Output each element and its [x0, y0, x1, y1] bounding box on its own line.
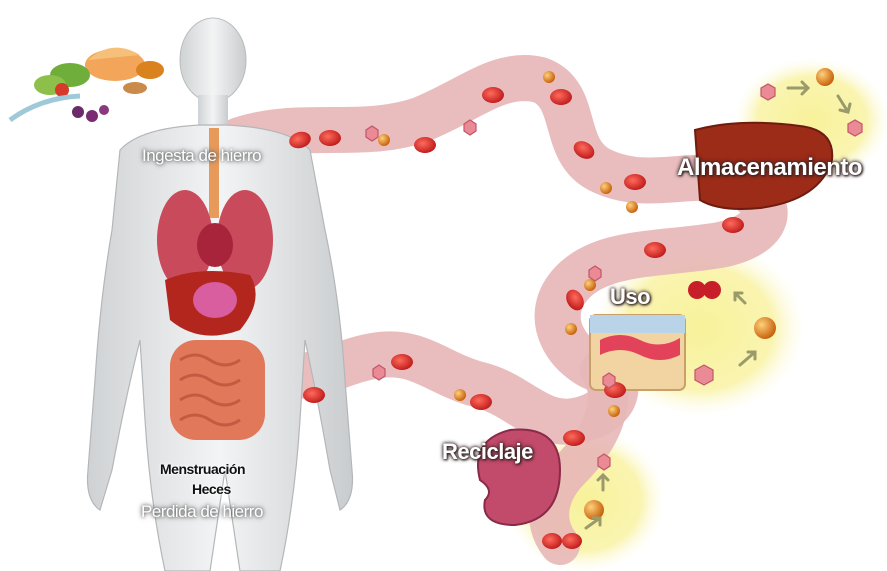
recycling-label: Reciclaje	[442, 439, 533, 465]
storage-label: Almacenamiento	[677, 154, 862, 182]
use-label: Uso	[610, 284, 650, 310]
menstruation-label: Menstruación	[160, 461, 245, 477]
vegetables-icon	[10, 48, 164, 122]
intake-label: Ingesta de hierro	[142, 146, 261, 166]
iron-loss-label: Perdida de hierro	[141, 502, 263, 522]
feces-label: Heces	[192, 481, 231, 497]
